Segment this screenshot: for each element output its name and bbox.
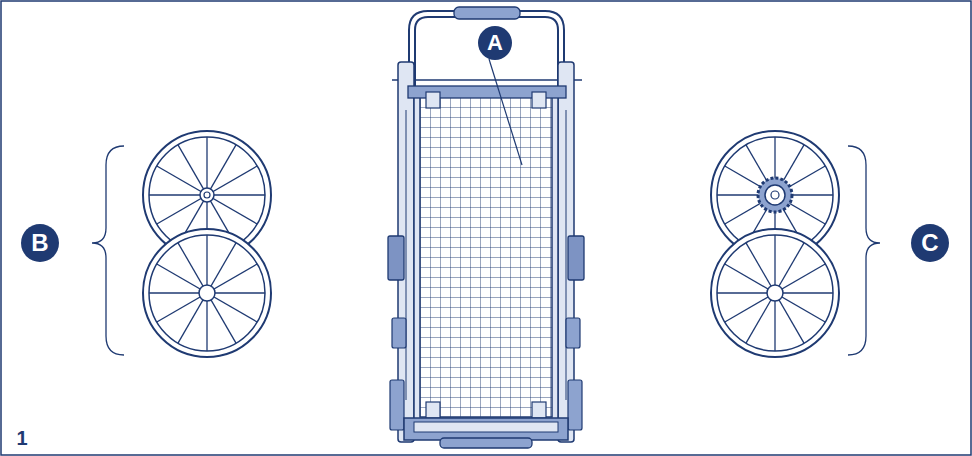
callout-circle [478,26,512,60]
stroller-frame [388,7,584,448]
callout-letter: B [21,224,59,262]
leader-line [489,59,522,165]
bracket [848,146,880,355]
wheel-set-c [711,131,839,357]
callout-circle [21,224,59,262]
figure-number: 1 [10,425,34,451]
bracket [92,146,124,355]
callout-letter: A [478,26,512,60]
callout-circle [911,224,949,262]
callout-letter: C [911,224,949,262]
wheel-set-b [143,131,271,357]
